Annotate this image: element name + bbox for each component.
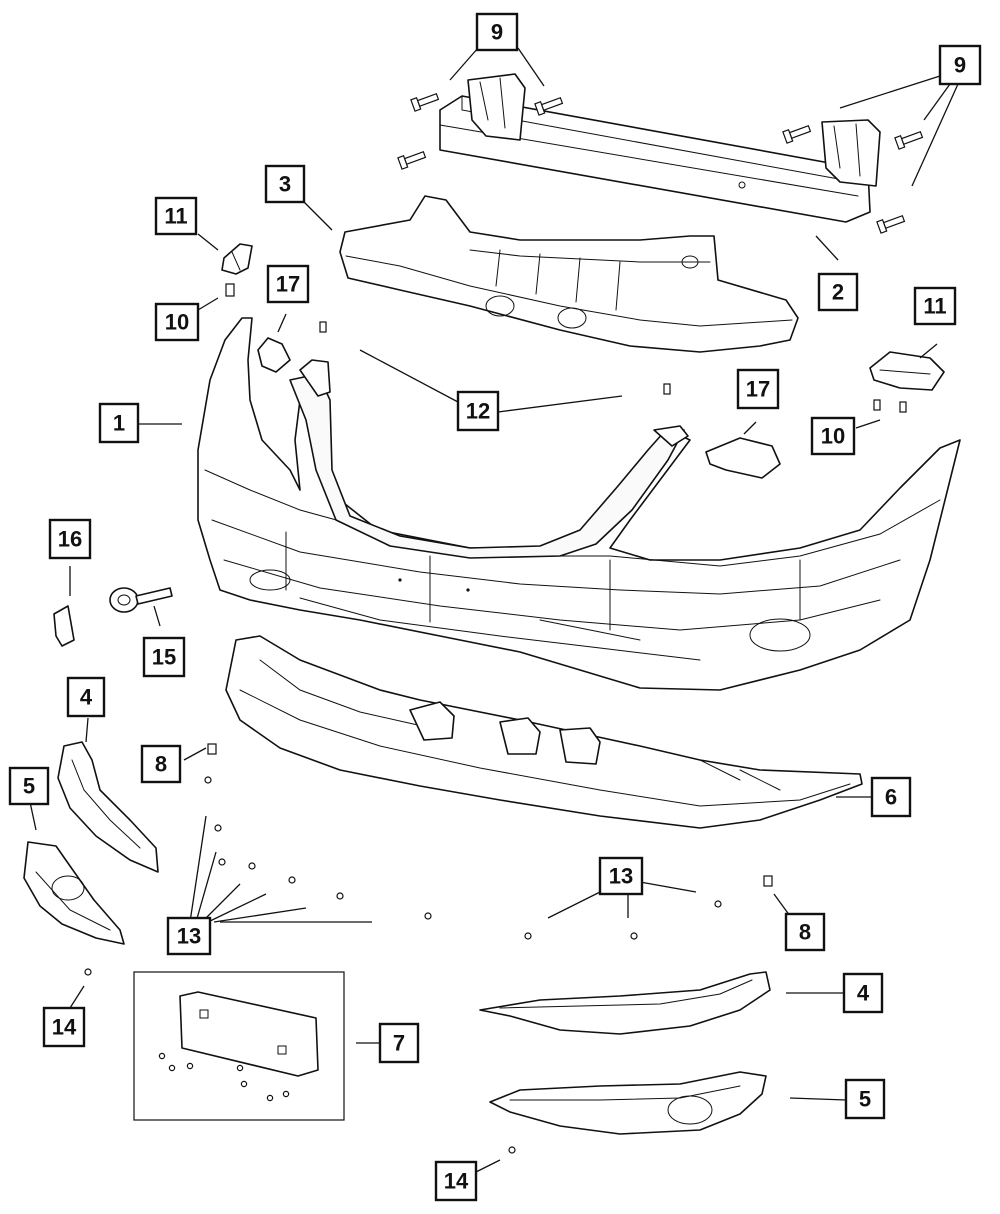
callout-14-bottom: 14 [434,1160,478,1202]
callout-label: 10 [821,424,845,449]
bumper-fascia-part [197,317,961,691]
callout-label: 6 [885,785,897,810]
callout-label: 14 [52,1015,77,1040]
callout-7: 7 [378,1022,420,1064]
callout-8-right: 8 [784,912,826,952]
callout-label: 12 [466,399,490,424]
bolt-fasteners-9 [397,92,924,234]
callout-label: 1 [113,411,125,436]
callout-label: 3 [279,172,291,197]
callout-label: 13 [609,864,633,889]
fog-bezel-5-left [23,841,125,945]
callout-1: 1 [98,402,140,444]
callout-4-right: 4 [842,972,884,1014]
callout-13-left: 13 [166,916,212,956]
callout-12: 12 [456,390,500,432]
callout-label: 11 [164,204,187,229]
fog-bezel-5-right [489,1071,767,1135]
callout-label: 8 [799,920,811,945]
leader-lines [29,47,959,1173]
fog-bezel-4-left [57,741,159,873]
lower-fascia-support-part [225,635,863,829]
screw-fasteners [84,283,907,1154]
tow-hook-cover-part [53,605,75,647]
bracket-17-right [705,437,781,479]
callout-label: 5 [859,1087,871,1112]
callout-label: 2 [832,280,844,305]
callout-3: 3 [264,164,306,204]
license-plate-bracket-inset [133,971,345,1121]
callout-label: 4 [857,981,870,1006]
bracket-11-right [869,351,945,391]
callout-4-left: 4 [66,676,106,718]
callout-label: 16 [58,527,82,552]
callout-9-right: 9 [938,44,982,86]
callout-label: 14 [444,1169,469,1194]
energy-absorber-part [339,195,799,353]
callout-label: 15 [152,645,176,670]
bracket-11-left [221,243,253,275]
callout-label: 13 [177,924,201,949]
callout-label: 11 [923,294,946,319]
tow-hook-part [109,587,173,613]
callout-14-left: 14 [42,1006,86,1048]
callout-label: 8 [155,752,167,777]
callout-label: 17 [276,272,300,297]
callout-label: 17 [746,377,770,402]
callout-15: 15 [142,636,186,678]
callout-label: 7 [393,1031,405,1056]
callout-17-left: 17 [266,264,310,304]
callout-label: 4 [80,685,93,710]
callout-9-top: 9 [475,12,519,52]
bracket-17-left [257,337,291,373]
callout-label: 9 [491,20,503,45]
callout-2: 2 [817,272,859,312]
callout-16: 16 [48,518,92,560]
reinforcement-beam-part [439,73,881,223]
callout-5-right: 5 [844,1078,886,1120]
callout-8-left: 8 [140,744,182,784]
callout-10-left: 10 [154,302,200,342]
fog-bezel-4-right [479,971,771,1035]
callout-5-left: 5 [8,766,50,806]
callout-10-right: 10 [810,416,856,456]
callout-label: 9 [954,53,966,78]
callout-label: 10 [165,310,189,335]
callout-11-left: 11 [154,196,198,236]
callout-17-right: 17 [736,368,780,410]
callout-11-right: 11 [913,286,957,326]
callout-13-right: 13 [598,856,644,896]
callout-label: 5 [23,774,35,799]
callout-6: 6 [870,776,912,818]
